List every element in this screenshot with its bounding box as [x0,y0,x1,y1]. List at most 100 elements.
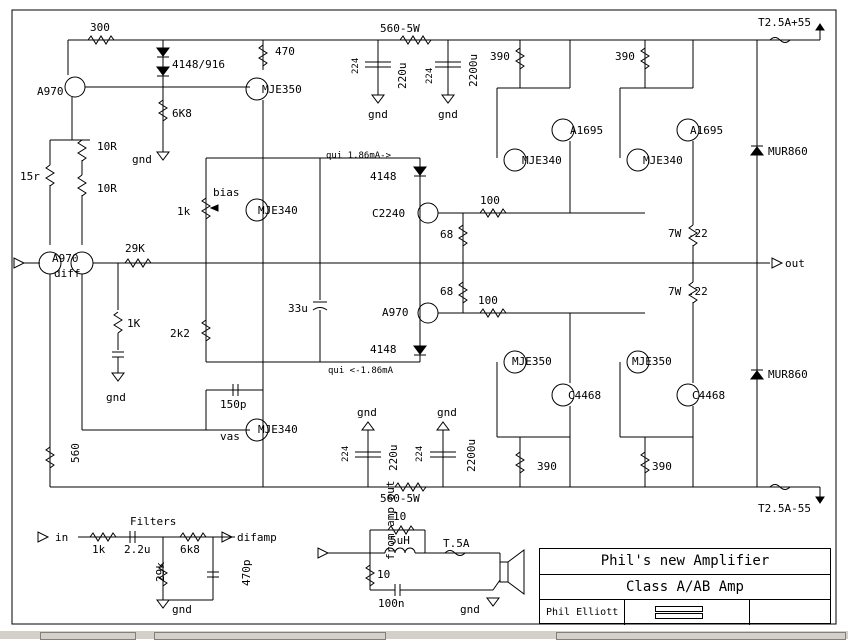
resistor-470 [258,44,268,67]
filter-r6k8-label: 6k8 [180,543,200,556]
sheet-border [11,9,837,625]
r390-4-label: 390 [652,460,672,473]
bias-label: bias [213,186,240,199]
r100-top-label: 100 [480,194,500,207]
resistor-emitter-bottom [688,281,698,304]
mje340-driver-2 [626,148,650,172]
resistor-10r-b [77,174,87,197]
bias-r1k-label: 1k [177,205,191,218]
filter-c470p-label: 470p [240,560,253,587]
zobel-r10b [365,564,375,587]
gnd-b1-label: gnd [357,406,377,419]
r300-label: 300 [90,21,110,34]
c33u-label: 33u [288,302,308,315]
mje350-top-transistor [245,77,269,101]
title-block-subtitle: Class A/AB Amp [540,575,830,600]
mje340-2-label: MJE340 [643,154,683,167]
filters-title: Filters [130,515,176,528]
title-block-author: Phil Elliott [540,600,625,625]
mur860-bottom-label: MUR860 [768,368,808,381]
mje340-vas-transistor [245,418,269,442]
filter-difamp-label: difamp [237,531,277,544]
resistor-390-1 [515,47,525,70]
output-port-icon [771,257,784,269]
gnd1-label: gnd [132,153,152,166]
filter-r29k-label: 29k [154,562,167,582]
negative-rail [50,484,825,504]
r2k2-label: 2k2 [170,327,190,340]
a1695-1-label: A1695 [570,124,603,137]
taskbar-button-2[interactable] [154,632,386,640]
title-block-rev-box [750,600,830,625]
a1695-2-label: A1695 [690,124,723,137]
taskbar-button-1[interactable] [40,632,136,640]
c2200u-1-label: 2200u [467,54,480,87]
resistor-100-bottom [479,308,507,318]
title-block: Phil's new Amplifier Class A/AB Amp Phil… [539,548,831,625]
r6k8-label: 6K8 [172,107,192,120]
gnd2-label: gnd [106,391,126,404]
mur860-bottom-diode [750,370,764,380]
r390-3-label: 390 [537,460,557,473]
mje350-1-label: MJE350 [512,355,552,368]
resistor-100-top [479,208,507,218]
taskbar-button-3[interactable] [556,632,846,640]
filter-r29k [158,564,168,587]
diff-label: diff [54,267,81,280]
c224-2-label: 224 [425,68,435,84]
qui-pos-label: qui 1.86mA-> [326,151,392,161]
c220u-2-label: 220u [387,445,400,472]
c224-4-label: 224 [415,446,425,462]
r68-top-label: 68 [440,228,453,241]
resistor-390-4 [640,451,650,474]
c224-1-label: 224 [351,58,361,74]
filter-in-port [37,531,50,543]
out-label: out [785,257,805,270]
a1695-output-2 [676,118,700,142]
speaker-icon [499,561,509,583]
filter-gnd-label: gnd [172,603,192,616]
a970-out-label: A970 [382,306,409,319]
a970-left-transistor [64,76,86,98]
resistor-15r [45,164,55,187]
filter-r1k-label: 1k [92,543,106,556]
resistor-560 [45,446,55,469]
zobel-fuse-label: T.5A [443,537,470,550]
gnd-t1-label: gnd [368,108,388,121]
r390-1-label: 390 [490,50,510,63]
c4468-output-2 [676,383,700,407]
a970-out-transistor [417,302,439,324]
filter-r1k [89,532,117,542]
resistor-560-top [399,35,432,45]
r390-2-label: 390 [615,50,635,63]
d4148-bottom-label: 4148 [370,343,397,356]
resistor-300 [87,35,115,45]
mur860-top-diode [750,146,764,156]
mje350-driver-1 [503,350,527,374]
r15r-label: 15r [20,170,40,183]
zobel-r10a-label: 10 [393,510,406,523]
res-bottom-label: 560-5W [380,492,420,505]
resistor-560-bottom [394,482,427,492]
zobel-r10a [387,525,415,535]
c2240-label: C2240 [372,207,405,220]
zobel-r10b-label: 10 [377,568,390,581]
zobel-l5uh-label: 5uH [390,534,410,547]
filter-out-port [221,531,234,543]
mje340-driver-1 [503,148,527,172]
c4468-1-label: C4468 [568,389,601,402]
supply-caps-bottom [355,421,456,487]
a1695-output-1 [551,118,575,142]
diodes-label: 4148/916 [172,58,225,71]
title-block-title: Phil's new Amplifier [540,549,830,575]
c150p-label: 150p [220,398,247,411]
re-top-label: 7W .22 [668,227,708,240]
filter-in-label: in [55,531,68,544]
r10r-b-label: 10R [97,182,117,195]
a970-left-label: A970 [37,85,64,98]
mje350-driver-2 [626,350,650,374]
qui-neg-label: qui <-1.86mA [328,366,394,376]
filter-r6k8 [179,532,207,542]
r560-label: 560 [69,443,82,463]
